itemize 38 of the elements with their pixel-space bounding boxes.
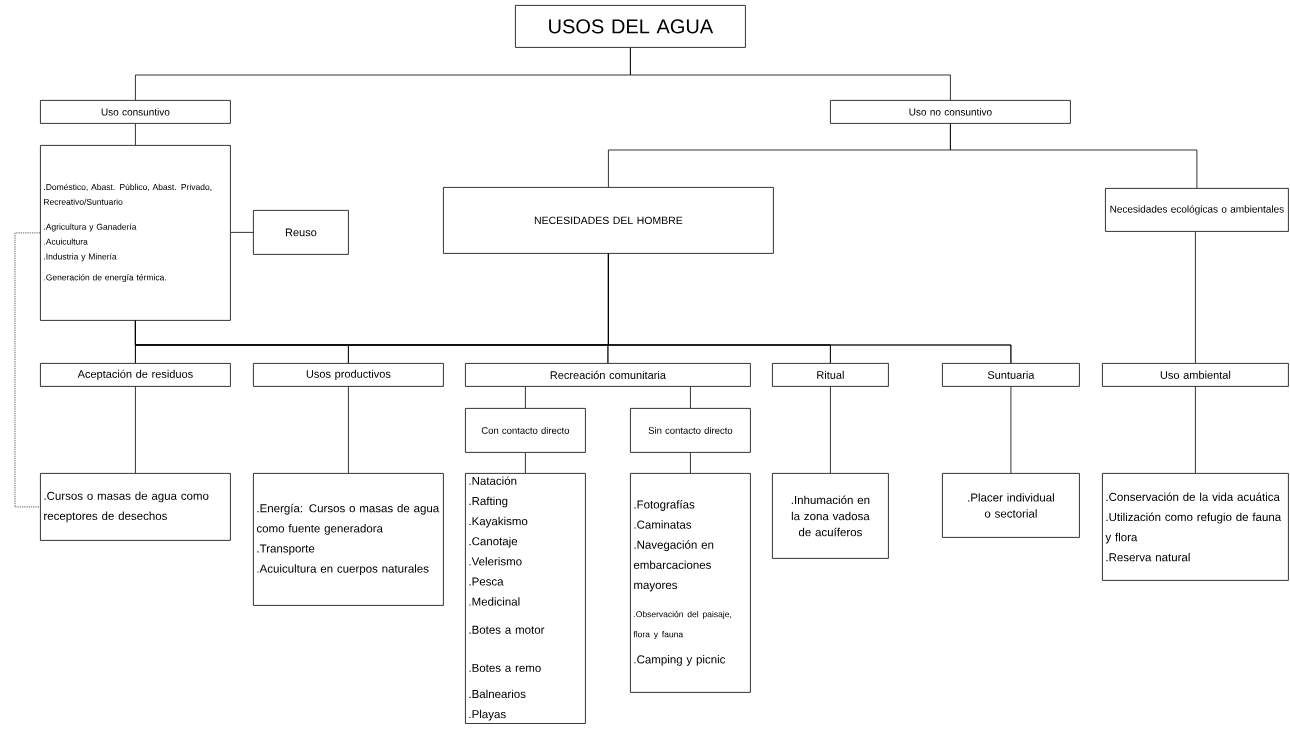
list-box: .Cursos o masas de agua como receptores de desechos: [40, 473, 231, 541]
list-box: .Fotografías .Caminatas .Navegación en embarcaciones mayores .Observación del paisaje, flora y fauna .Camping y picnic: [630, 473, 751, 693]
connector-line: [230, 232, 254, 233]
connector-line: [135, 386, 136, 474]
list-box: .Doméstico, Abast. Público, Abast. Privado, Recreativo/Suntuario .Agricultura y Ganadería .Acuicultura .Industria y Minería .Generación de energía térmica.: [40, 145, 231, 321]
connector-line: [690, 386, 691, 409]
title-box: USOS DEL AGUA: [515, 5, 746, 48]
connector-line: [630, 47, 951, 101]
connector-line: [690, 452, 691, 474]
category-box: Recreación comunitaria: [465, 363, 751, 387]
category-box: Necesidades ecológicas o ambientales: [1105, 188, 1289, 232]
process-box: Reuso: [253, 210, 349, 255]
connector-line: [1010, 386, 1012, 474]
category-box: Sin contacto directo: [630, 408, 751, 453]
category-box: Aceptación de residuos: [40, 363, 231, 387]
connector-line: [348, 386, 349, 474]
list-box: .Placer individual o sectorial: [942, 473, 1080, 538]
connector-line: [525, 452, 526, 474]
connector-line: [1195, 386, 1196, 474]
list-box: .Conservación de la vida acuática .Utilización como refugio de fauna y flora .Reserva natural: [1102, 473, 1289, 581]
category-box: NECESIDADES DEL HOMBRE: [443, 187, 774, 254]
dotted-connector: [14, 232, 41, 508]
category-box: Con contacto directo: [465, 408, 586, 453]
category-box: Uso consuntivo: [40, 100, 231, 124]
connector-line: [950, 123, 1198, 189]
category-box: Usos productivos: [253, 363, 444, 387]
connector-line: [135, 123, 136, 146]
connector-line: [525, 386, 526, 409]
list-box: .Energía: Cursos o masas de agua como fuente generadora .Transporte .Acuicultura en cuerpos naturales: [253, 473, 444, 606]
category-box: Uso ambiental: [1102, 363, 1289, 387]
connector-line: [608, 253, 1012, 364]
list-box: .Inhumación en la zona vadosa de acuíferos: [772, 473, 889, 559]
category-box: Suntuaria: [942, 363, 1080, 387]
category-box: Ritual: [772, 363, 889, 387]
connector-line: [1195, 231, 1196, 364]
list-box: .Natación .Rafting .Kayakismo .Canotaje .Velerismo .Pesca .Medicinal .Botes a motor .Botes a remo .Balnearios .Playas: [465, 473, 586, 724]
category-box: Uso no consuntivo: [830, 100, 1071, 124]
connector-line: [830, 386, 831, 474]
